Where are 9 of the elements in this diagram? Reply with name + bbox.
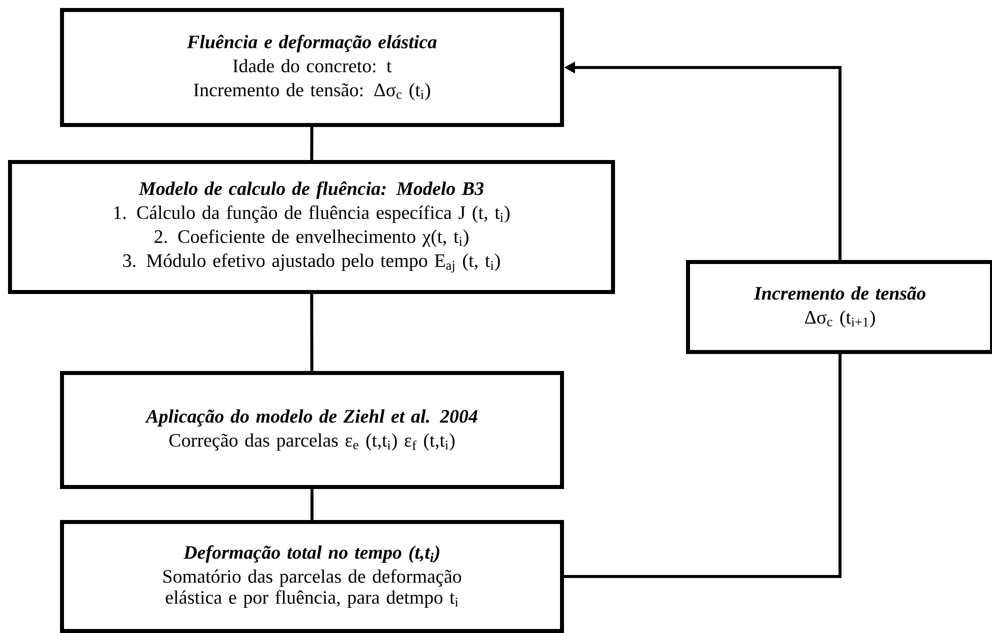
connector-line xyxy=(564,354,842,578)
process-box: Aplicação do modelo de Ziehl et al. 2004 Correção das parcelas ε$_{e}$ (t,t$_{i}$) ε$_{f}$ (t,t$_{i}$) xyxy=(60,371,564,489)
connector-line xyxy=(310,127,314,160)
process-box: Incremento de tensão Δσ$_{c}$ (t$_{i+1}$) xyxy=(686,260,992,354)
connector-line xyxy=(310,489,314,520)
process-box: Modelo de calculo de fluência: Modelo B3 1. Cálculo da função de fluência específica J (t, t$_{i}$) 2. Coeficiente de envelhecimento χ(t, t$_{i}$) 3. Módulo efetivo ajustado pelo tempo E$_{aj}$ (t, t$_{i}$) xyxy=(8,160,615,294)
process-box: Deformação total no tempo (t,t$_{i}$) Somatório das parcelas de deformação elástica e por fluência, para detmpo t$_{i}$ xyxy=(60,520,564,633)
connector-line xyxy=(310,294,314,372)
process-box: Fluência e deformação elástica Idade do concreto: t Incremento de tensão: Δσ$_{c}$ (t$_{i}$) xyxy=(60,8,564,127)
